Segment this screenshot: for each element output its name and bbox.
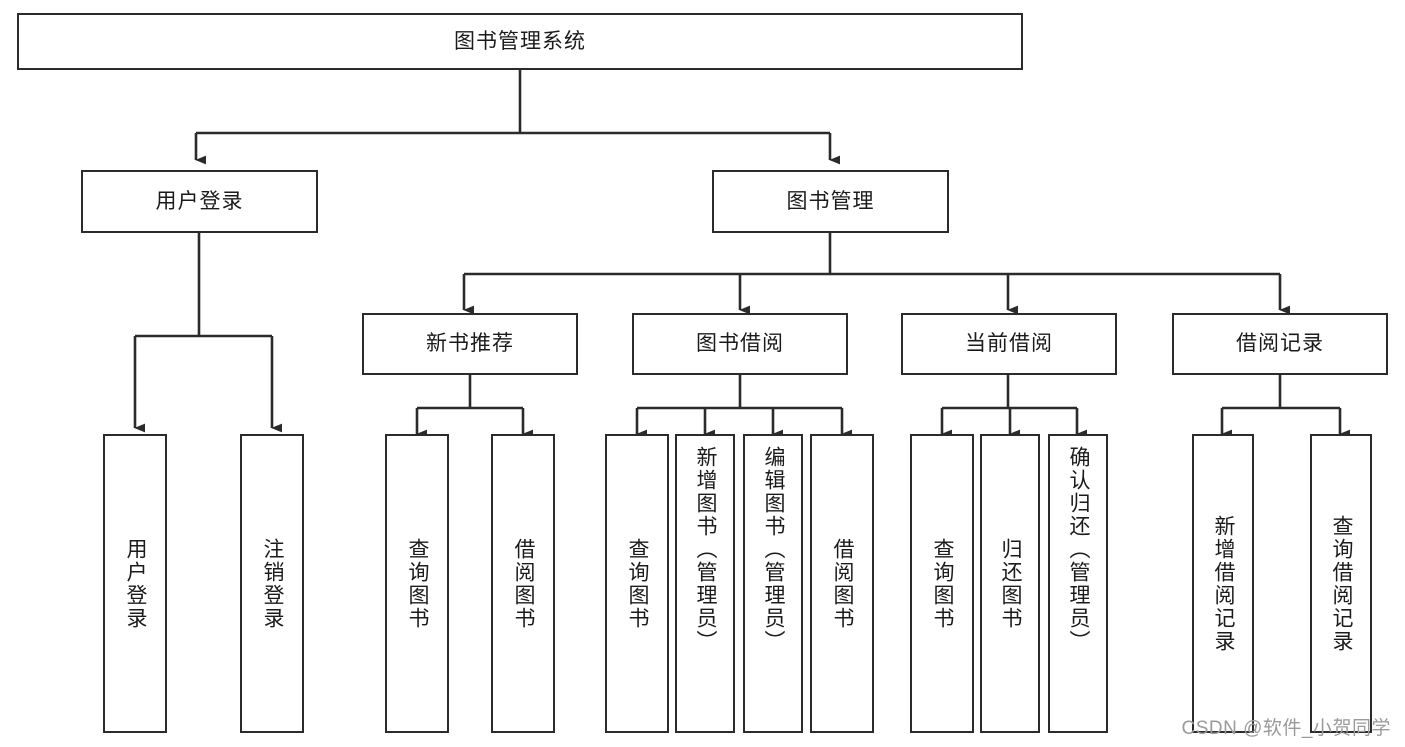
leaf-edit-book-admin[interactable]: 编辑图书（管理员） (743, 434, 803, 733)
leaf-add-borrow-record[interactable]: 新增借阅记录 (1192, 434, 1254, 733)
node-label: 图书借阅 (696, 332, 784, 356)
leaf-add-book-admin[interactable]: 新增图书（管理员） (675, 434, 735, 733)
node-label: 新书推荐 (426, 332, 514, 356)
connector-group-new-book (415, 375, 534, 439)
connector-group-current-borrow (940, 375, 1088, 439)
connector-group-user-login (133, 233, 283, 433)
node-label: 当前借阅 (965, 332, 1053, 356)
leaf-label: 查询图书 (406, 537, 429, 630)
leaf-borrow-book-recommend[interactable]: 借阅图书 (491, 434, 555, 733)
node-label: 借阅记录 (1236, 332, 1324, 356)
leaf-label: 注销登录 (261, 537, 284, 630)
connector-group-book-manage (462, 233, 1291, 315)
leaf-label: 查询图书 (931, 537, 954, 630)
node-book-management[interactable]: 图书管理 (712, 170, 949, 233)
leaf-logout-login[interactable]: 注销登录 (240, 434, 304, 733)
leaf-user-login[interactable]: 用户登录 (103, 434, 167, 733)
leaf-query-book-borrow[interactable]: 查询图书 (605, 434, 669, 733)
node-label: 图书管理系统 (454, 29, 586, 53)
leaf-confirm-return-admin[interactable]: 确认归还（管理员） (1048, 434, 1108, 733)
leaf-label: 借阅图书 (831, 537, 854, 630)
node-root-library-system[interactable]: 图书管理系统 (17, 13, 1023, 70)
leaf-label: 新增借阅记录 (1212, 514, 1235, 653)
node-label: 图书管理 (786, 189, 875, 213)
leaf-query-book-current[interactable]: 查询图书 (910, 434, 974, 733)
leaf-query-borrow-record[interactable]: 查询借阅记录 (1310, 434, 1372, 733)
connector-group-root (194, 70, 841, 165)
leaf-label: 归还图书 (999, 537, 1022, 630)
leaf-label: 查询借阅记录 (1330, 514, 1353, 653)
node-user-login[interactable]: 用户登录 (81, 170, 318, 233)
node-book-borrow[interactable]: 图书借阅 (632, 313, 848, 375)
node-label: 用户登录 (155, 189, 244, 213)
leaf-label: 新增图书（管理员） (694, 446, 717, 653)
leaf-label: 查询图书 (626, 537, 649, 630)
leaf-label: 确认归还（管理员） (1067, 446, 1090, 653)
leaf-label: 用户登录 (124, 537, 147, 630)
connector-group-borrow-record (1220, 375, 1351, 439)
leaf-borrow-book[interactable]: 借阅图书 (810, 434, 874, 733)
node-new-book-recommend[interactable]: 新书推荐 (362, 313, 578, 375)
leaf-return-book[interactable]: 归还图书 (980, 434, 1040, 733)
leaf-label: 编辑图书（管理员） (762, 446, 785, 653)
connector-group-book-borrow (635, 375, 853, 439)
node-borrow-record[interactable]: 借阅记录 (1172, 313, 1388, 375)
leaf-label: 借阅图书 (512, 537, 535, 630)
leaf-query-book-recommend[interactable]: 查询图书 (385, 434, 449, 733)
node-current-borrow[interactable]: 当前借阅 (901, 313, 1117, 375)
